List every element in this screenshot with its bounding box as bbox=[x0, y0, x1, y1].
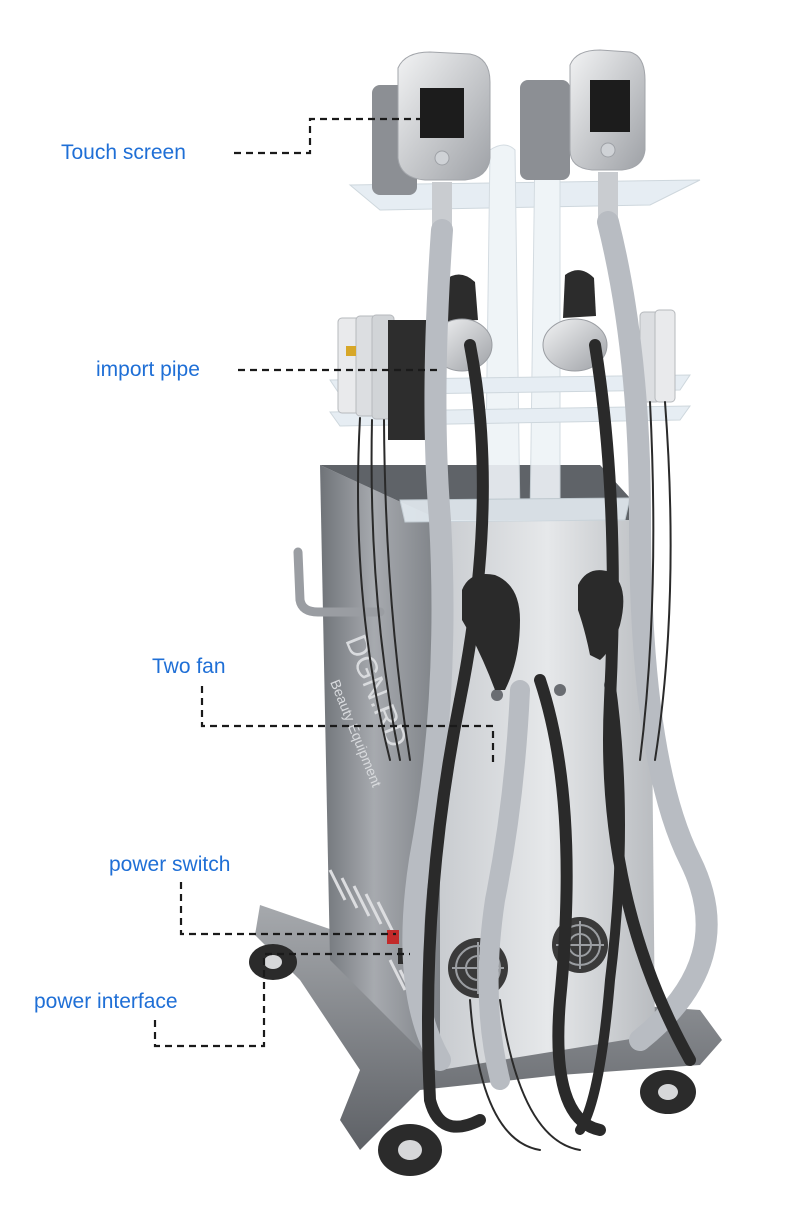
touch-screen-handpiece-right bbox=[520, 49, 646, 222]
lipo-pads-left bbox=[337, 314, 428, 440]
power-switch-rocker bbox=[387, 930, 399, 944]
label-power-switch: power switch bbox=[109, 853, 231, 876]
label-import-pipe: import pipe bbox=[96, 358, 200, 381]
label-two-fan: Two fan bbox=[152, 655, 226, 678]
lipo-pads-right bbox=[639, 309, 676, 403]
insulated-pipes bbox=[402, 211, 718, 1090]
black-cables bbox=[357, 339, 696, 1151]
touch-screen-display bbox=[590, 80, 630, 132]
touch-screen-display bbox=[420, 88, 464, 138]
label-power-interface: power interface bbox=[34, 990, 178, 1013]
side-handle bbox=[293, 547, 385, 617]
label-touch-screen: Touch screen bbox=[61, 141, 186, 164]
